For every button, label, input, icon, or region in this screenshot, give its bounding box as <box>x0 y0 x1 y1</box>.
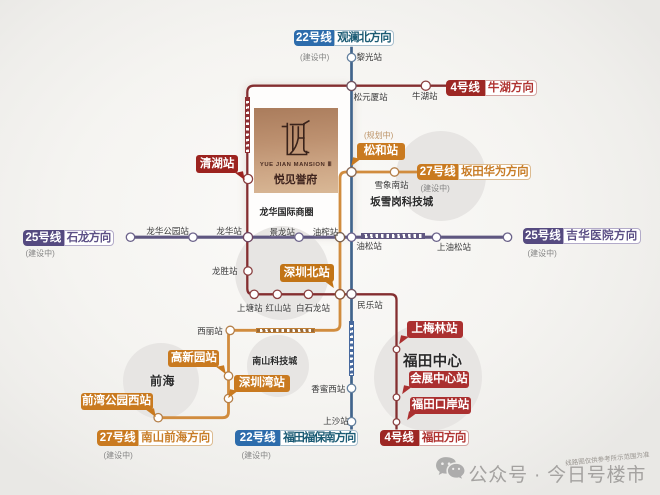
svg-text:YUE JIAN MANSION Ⅲ: YUE JIAN MANSION Ⅲ <box>260 161 332 168</box>
svg-text:悦见誉府: 悦见誉府 <box>274 172 317 186</box>
